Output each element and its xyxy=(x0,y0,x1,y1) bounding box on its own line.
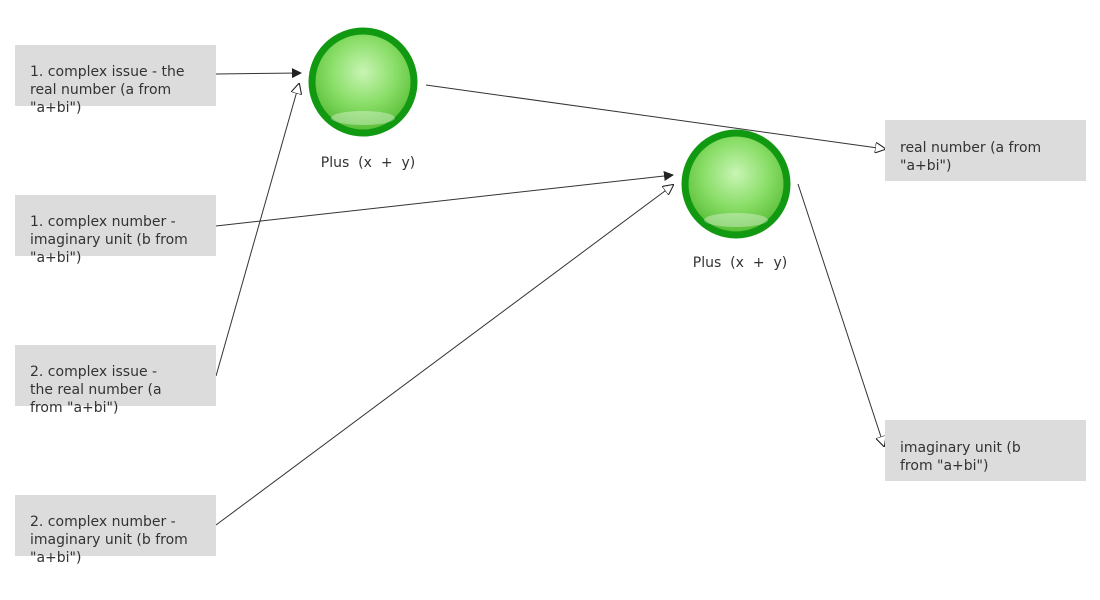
output-imaginary[interactable]: imaginary unit (b from "a+bi") xyxy=(885,420,1086,481)
output-real[interactable]: real number (a from "a+bi") xyxy=(885,120,1086,181)
plus-node-1[interactable] xyxy=(308,27,418,137)
input-first-imaginary[interactable]: 1. complex number - imaginary unit (b fr… xyxy=(15,195,216,266)
input-second-real[interactable]: 2. complex issue - the real number (a fr… xyxy=(15,345,216,416)
plus-node-1-label: Plus (x + y) xyxy=(320,155,416,171)
input-second-imaginary[interactable]: 2. complex number - imaginary unit (b fr… xyxy=(15,495,216,566)
plus-node-2-label: Plus (x + y) xyxy=(692,255,788,271)
plus-node-2[interactable] xyxy=(681,129,791,239)
input-first-real[interactable]: 1. complex issue - the real number (a fr… xyxy=(15,45,216,116)
